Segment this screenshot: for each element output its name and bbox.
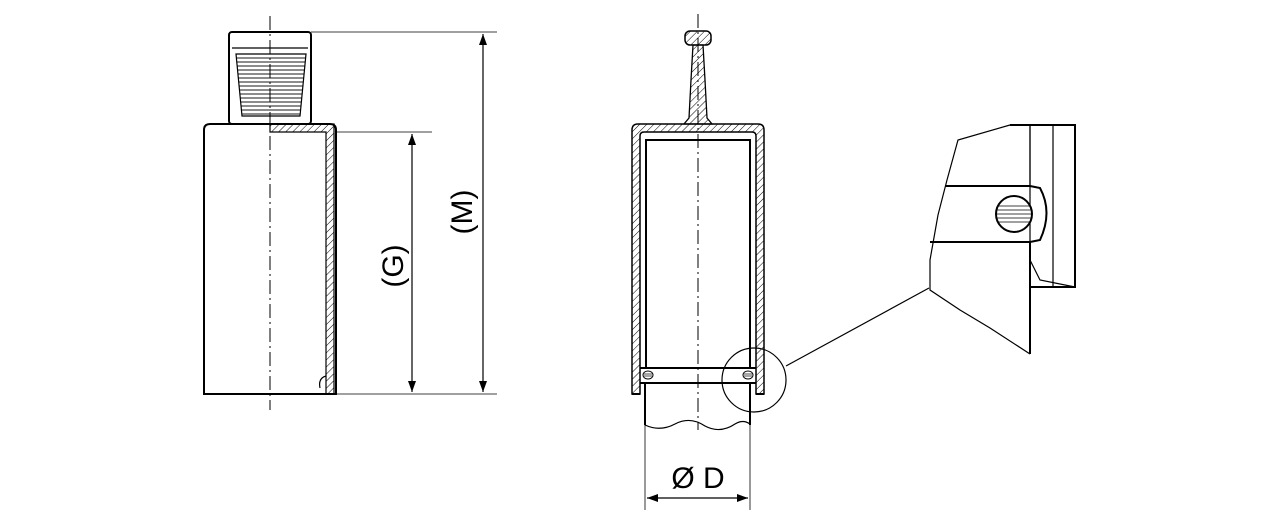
wall-section — [269, 123, 335, 395]
detail-view — [929, 124, 1076, 355]
dimension-m: (M) — [446, 34, 487, 392]
seal-right — [742, 370, 754, 380]
detail-leader — [785, 287, 930, 367]
detail-circle — [721, 347, 787, 413]
seal-detail — [995, 195, 1033, 233]
dimension-g: (G) — [377, 134, 416, 392]
pipe-stub — [644, 383, 751, 431]
section-view — [631, 14, 930, 431]
side-view — [203, 16, 337, 410]
dimension-d: Ø D — [644, 425, 751, 510]
extension-lines-left — [311, 31, 497, 395]
dimension-g-label: (G) — [377, 244, 410, 287]
dimension-m-label: (M) — [446, 190, 479, 235]
seal-left — [642, 370, 654, 380]
dimension-d-label: Ø D — [671, 462, 724, 495]
